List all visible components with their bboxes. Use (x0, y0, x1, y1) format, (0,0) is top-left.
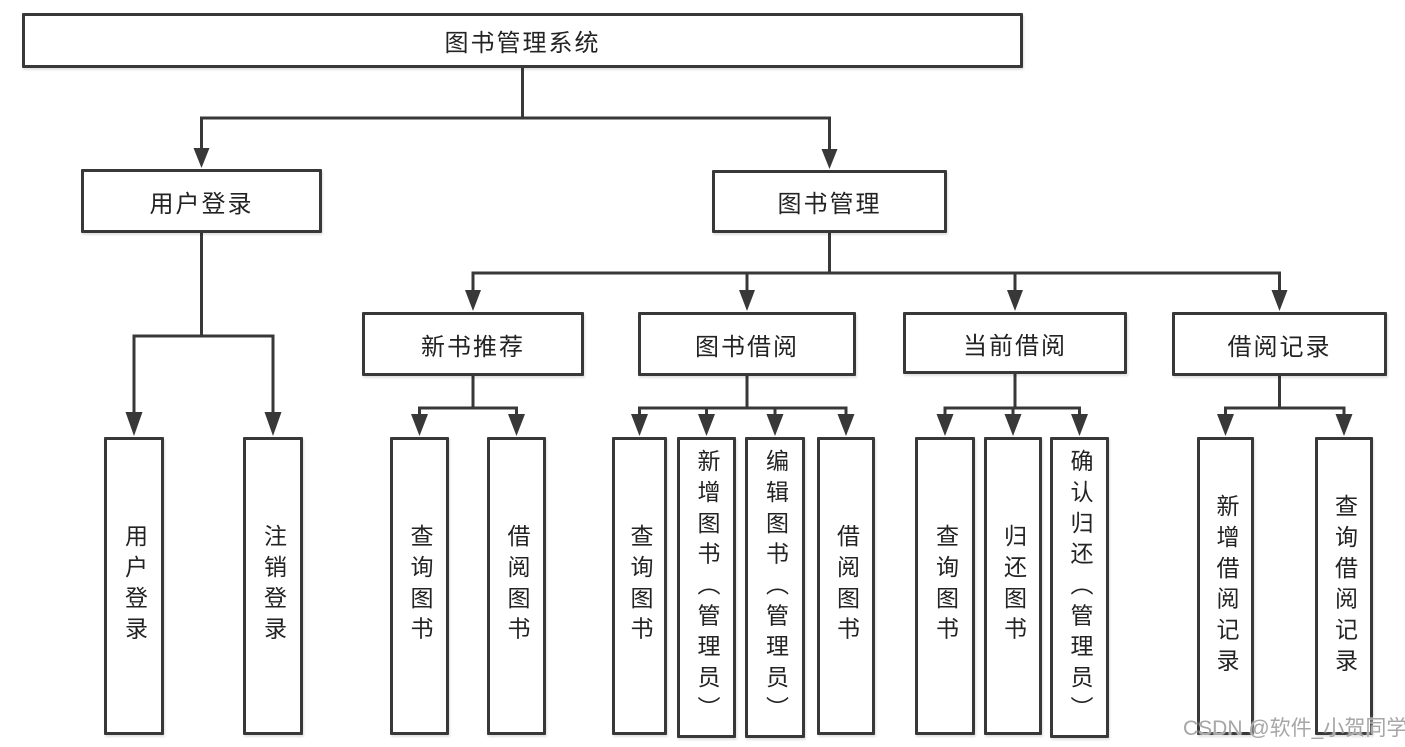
leaf-query-books-borrow: 查询图书 (612, 437, 667, 735)
leaf-label: 新增借阅记录 (1213, 493, 1239, 679)
connector-record (1217, 376, 1353, 436)
leaf-label: 用户登录 (121, 524, 148, 648)
leaf-logout: 注销登录 (243, 437, 303, 735)
node-new-book-recommend: 新书推荐 (362, 312, 584, 376)
leaf-query-books-newbook: 查询图书 (390, 437, 449, 735)
connector-newbook (411, 376, 525, 436)
node-label: 当前借阅 (963, 332, 1067, 360)
leaf-borrow-books-newbook: 借阅图书 (487, 437, 546, 735)
connector-mgmt (465, 233, 1288, 311)
leaf-label: 查询图书 (932, 524, 959, 648)
node-current-borrowing: 当前借阅 (903, 312, 1127, 374)
leaf-label: 归还图书 (1000, 524, 1027, 648)
node-label: 图书管理 (777, 191, 882, 218)
leaf-label: 查询借阅记录 (1331, 493, 1358, 679)
csdn-watermark: CSDN @软件_小贺同学 (1183, 717, 1405, 740)
leaf-label: 新增图书（管理员） (694, 448, 720, 727)
leaf-edit-books-admin: 编辑图书（管理员） (745, 437, 805, 738)
node-label: 图书管理系统 (444, 30, 601, 57)
leaf-confirm-return-admin: 确认归还（管理员） (1050, 437, 1109, 738)
node-label: 借阅记录 (1227, 333, 1332, 361)
leaf-add-borrow-record: 新增借阅记录 (1197, 437, 1254, 735)
node-label: 新书推荐 (421, 333, 525, 361)
leaf-label: 编辑图书（管理员） (762, 448, 789, 727)
leaf-return-books: 归还图书 (984, 437, 1042, 735)
node-book-borrowing: 图书借阅 (638, 312, 856, 376)
leaf-query-borrow-record: 查询借阅记录 (1315, 437, 1373, 735)
connector-login (125, 233, 282, 436)
leaf-borrow-books-borrow: 借阅图书 (817, 437, 875, 735)
leaf-label: 注销登录 (260, 524, 287, 648)
connector-current (936, 374, 1088, 436)
leaf-label: 借阅图书 (833, 524, 860, 648)
leaf-label: 查询图书 (407, 524, 433, 648)
connector-root (193, 68, 838, 169)
node-book-management: 图书管理 (712, 170, 947, 233)
leaf-add-books-admin: 新增图书（管理员） (677, 437, 736, 738)
node-label: 图书借阅 (695, 333, 799, 361)
leaf-query-books-current: 查询图书 (915, 437, 975, 735)
node-borrowing-records: 借阅记录 (1172, 312, 1387, 376)
node-library-management-system: 图书管理系统 (22, 13, 1023, 68)
connector-borrow (631, 376, 855, 436)
node-label: 用户登录 (149, 190, 254, 218)
node-user-login: 用户登录 (81, 169, 322, 233)
leaf-label: 借阅图书 (504, 524, 530, 648)
leaf-label: 确认归还（管理员） (1067, 448, 1093, 727)
leaf-user-login: 用户登录 (104, 437, 164, 735)
leaf-label: 查询图书 (627, 524, 653, 648)
